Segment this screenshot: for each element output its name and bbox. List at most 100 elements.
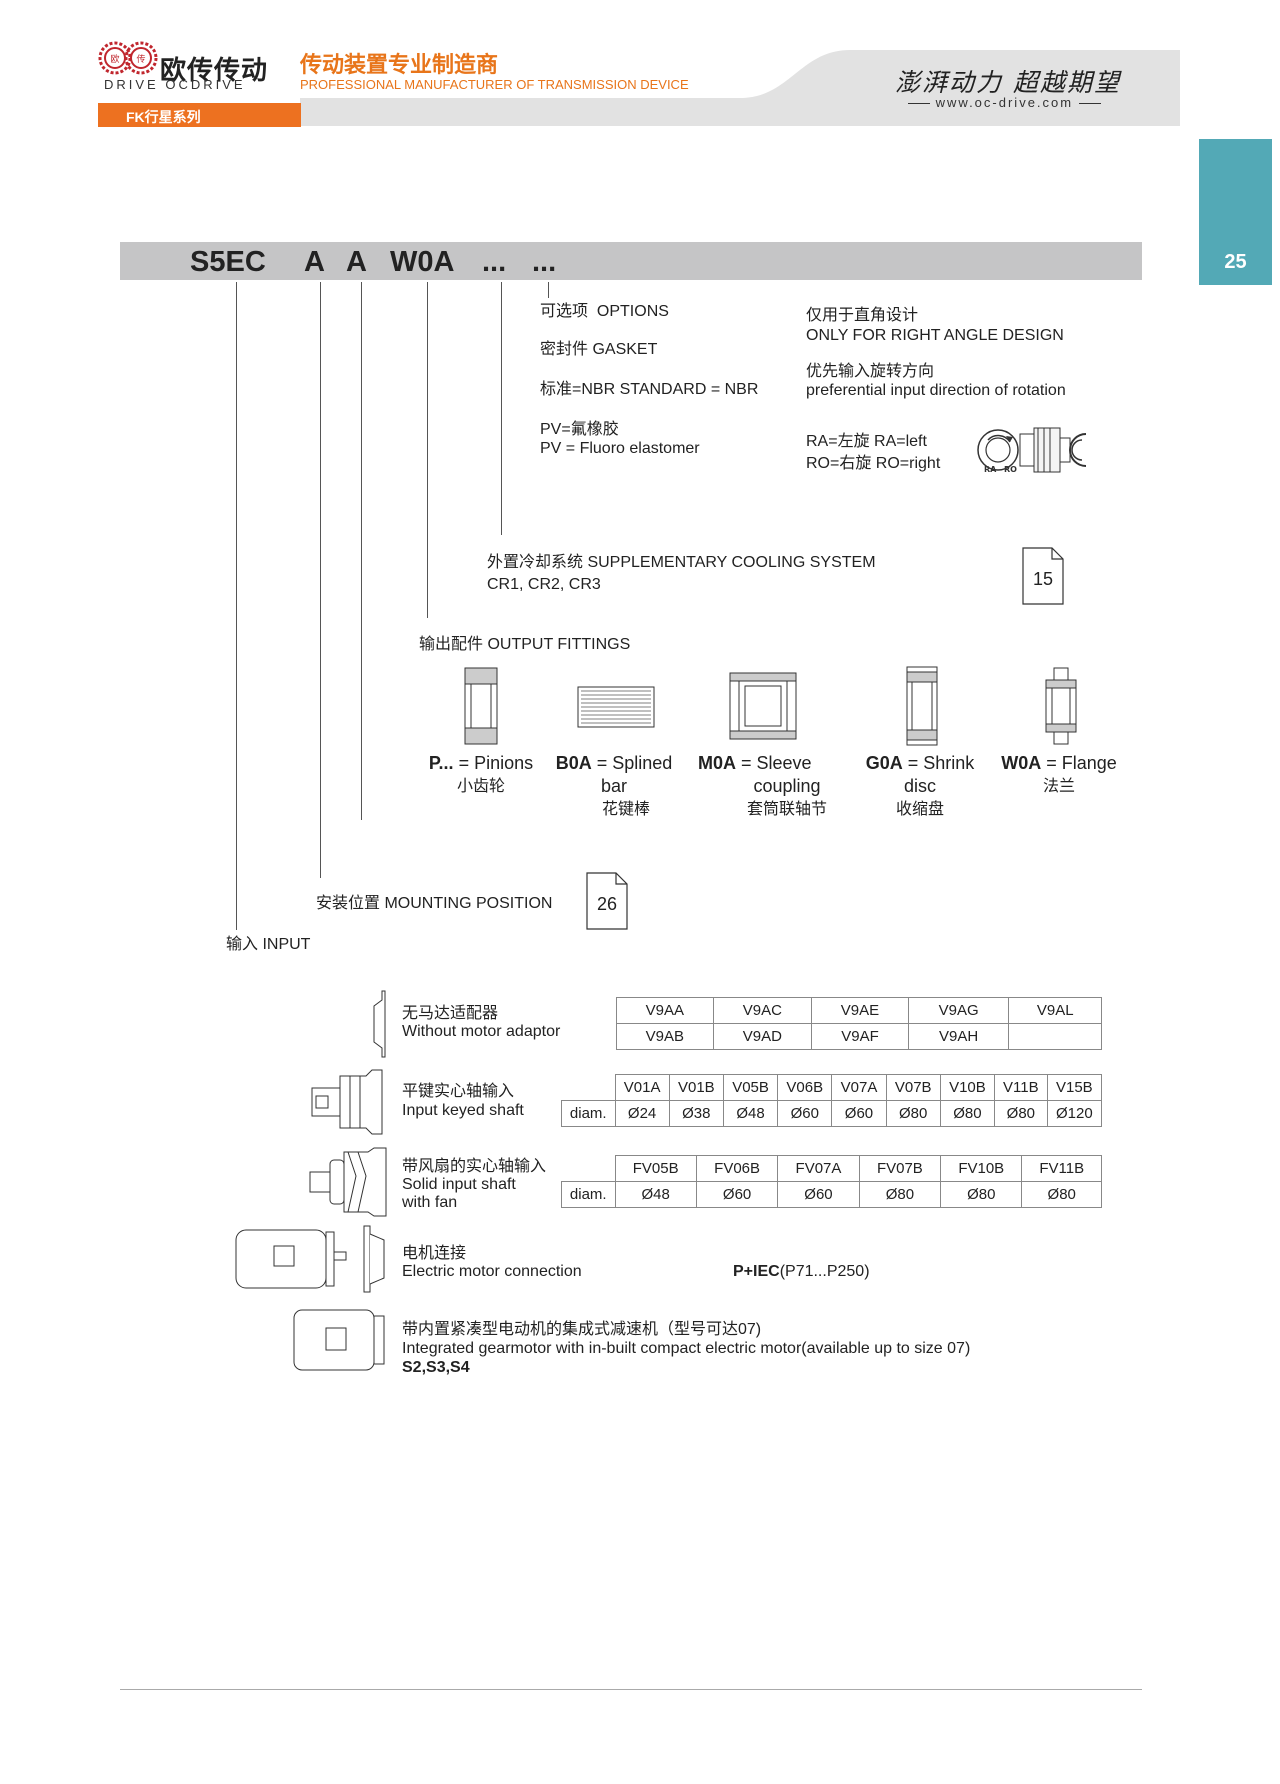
motor-code-range: (P71...P250) [779, 1263, 870, 1280]
fitting-splined-cn: 花键棒 [601, 801, 650, 818]
connector-options [548, 282, 549, 298]
splined-bar-icon [577, 686, 655, 728]
table-cell: V07B [885, 1074, 941, 1101]
tagline-en: PROFESSIONAL MANUFACTURER OF TRANSMISSIO… [300, 77, 689, 92]
connector-input-code [361, 282, 362, 820]
fan-shaft-table: FV05B FV06B FV07A FV07B FV10B FV11B diam… [561, 1155, 1102, 1208]
options-title: 可选项 OPTIONS [540, 302, 669, 321]
fitting-splined-name: = Splined [591, 753, 673, 773]
motor-adaptor-icon [373, 990, 386, 1058]
table-cell: V11B [994, 1074, 1048, 1101]
connector-cooling [501, 282, 502, 535]
table-cell: V9AL [1008, 997, 1102, 1024]
page-number: 25 [1224, 251, 1247, 273]
options-title-en: OPTIONS [596, 303, 669, 320]
cooling-page-ref-icon: 15 [1022, 547, 1064, 605]
rotation-cn: 优先输入旋转方向 [806, 363, 935, 380]
brand-name-en: DRIVE OCDRIVE [104, 77, 246, 92]
fitting-sleeve-line2: coupling [753, 776, 821, 796]
fitting-flange-cn: 法兰 [1042, 778, 1075, 795]
keyed-shaft-en: Input keyed shaft [402, 1102, 524, 1119]
fitting-splined-code: B0A [555, 753, 592, 773]
integrated-cn: 带内置紧凑型电动机的集成式减速机（型号可达07) [402, 1321, 762, 1338]
website-line: www.oc-drive.com [908, 95, 1101, 110]
header: 欧 传 欧传传动 DRIVE OCDRIVE 传动装置专业制造商 PROFESS… [0, 0, 1280, 130]
table-cell: V9AF [811, 1023, 909, 1050]
table-cell: V9AD [712, 1023, 813, 1050]
fitting-splined-line2: bar [600, 776, 627, 796]
code-part-options: ... [532, 246, 557, 278]
table-cell: V10B [939, 1074, 996, 1101]
rotation-en: preferential input direction of rotation [806, 382, 1066, 399]
motor-code-bold: P+IEC [733, 1263, 780, 1280]
table-cell: FV05B [614, 1155, 697, 1182]
code-part-cooling: ... [482, 246, 507, 278]
connector-input [236, 282, 237, 930]
adaptor-cn: 无马达适配器 [402, 1005, 499, 1022]
fitting-sleeve-cn: 套筒联轴节 [746, 801, 827, 818]
code-part-output: W0A [390, 246, 455, 278]
input-title: 输入 INPUT [226, 936, 311, 953]
table-row: V9AA V9AC V9AE V9AG V9AL [616, 997, 1102, 1024]
table-cell: Ø80 [994, 1100, 1048, 1127]
fitting-sleeve-coupling: M0A = Sleeve coupling 套筒联轴节 [698, 752, 828, 821]
fitting-flange-code: W0A [1001, 753, 1042, 773]
table-cell: Ø48 [722, 1100, 779, 1127]
table-cell: Ø80 [1021, 1181, 1102, 1208]
fitting-splined-bar: B0A = Splined bar 花键棒 [552, 752, 676, 821]
fitting-shrink-cn: 收缩盘 [895, 801, 944, 818]
rotation-ro: RO=右旋 RO=right [806, 455, 941, 472]
table-cell: Ø60 [831, 1100, 887, 1127]
fitting-flange-name: = Flange [1041, 753, 1117, 773]
motor-connection-cn: 电机连接 [402, 1245, 467, 1262]
website: www.oc-drive.com [935, 95, 1074, 110]
fitting-flange: W0A = Flange 法兰 [996, 752, 1122, 798]
table-cell: diam. [561, 1181, 616, 1208]
table-cell: Ø60 [777, 1100, 833, 1127]
table-cell: Ø24 [614, 1100, 670, 1127]
table-cell [1008, 1023, 1102, 1050]
cooling-page-ref[interactable]: 15 [1032, 569, 1054, 589]
sleeve-coupling-icon [729, 672, 797, 740]
keyed-shaft-cn: 平键实心轴输入 [402, 1083, 515, 1100]
right-angle-cn: 仅用于直角设计 [806, 307, 919, 324]
table-cell: V15B [1046, 1074, 1103, 1101]
mounting-page-ref[interactable]: 26 [596, 894, 618, 914]
pv-cn: PV=氟橡胶 [540, 421, 619, 438]
page-number-tab: 25 [1199, 139, 1272, 285]
mounting-page-ref-icon: 26 [586, 872, 628, 930]
table-cell: V9AC [712, 997, 813, 1024]
svg-text:传: 传 [136, 53, 145, 65]
table-cell: V01B [668, 1074, 724, 1101]
table-row: FV05B FV06B FV07A FV07B FV10B FV11B [562, 1155, 1102, 1182]
ro-tag: RO [1004, 465, 1017, 474]
code-part-mounting: A [304, 246, 325, 278]
fitting-shrink-code: G0A [865, 753, 903, 773]
integrated-models: S2,S3,S4 [402, 1359, 470, 1376]
cooling-models: CR1, CR2, CR3 [487, 576, 601, 593]
table-row: diam. Ø48 Ø60 Ø60 Ø80 Ø80 Ø80 [561, 1181, 1102, 1208]
integrated-gearmotor-icon [293, 1309, 385, 1371]
slogan: 澎湃动力 超越期望 [895, 68, 1121, 97]
code-part-series: S5EC [190, 246, 266, 278]
fitting-pinions: P... = Pinions 小齿轮 [424, 752, 538, 798]
table-cell: FV07A [777, 1155, 860, 1182]
fan-shaft-en-2: with fan [402, 1194, 458, 1211]
output-fittings-title: 输出配件 OUTPUT FITTINGS [419, 636, 631, 653]
table-cell: Ø60 [695, 1181, 779, 1208]
series-tab-label: FK行星系列 [126, 109, 201, 125]
table-cell: V01A [614, 1074, 670, 1101]
motor-connection-en: Electric motor connection [402, 1263, 582, 1280]
table-cell: FV07B [858, 1155, 942, 1182]
rotation-direction-icon: RA RO [977, 427, 1087, 474]
motor-connection-code: P+IEC(P71...P250) [733, 1262, 870, 1281]
fitting-shrink-disc: G0A = Shrink disc 收缩盘 [858, 752, 982, 821]
rotation-ra: RA=左旋 RA=left [806, 433, 927, 450]
adaptor-table: V9AA V9AC V9AE V9AG V9AL V9AB V9AD V9AF … [616, 997, 1102, 1050]
table-cell: Ø80 [939, 1100, 996, 1127]
adaptor-en: Without motor adaptor [402, 1023, 561, 1040]
table-cell: V05B [722, 1074, 779, 1101]
table-cell: Ø120 [1046, 1100, 1103, 1127]
table-cell: V9AE [811, 997, 909, 1024]
shrink-disc-icon [906, 666, 938, 746]
